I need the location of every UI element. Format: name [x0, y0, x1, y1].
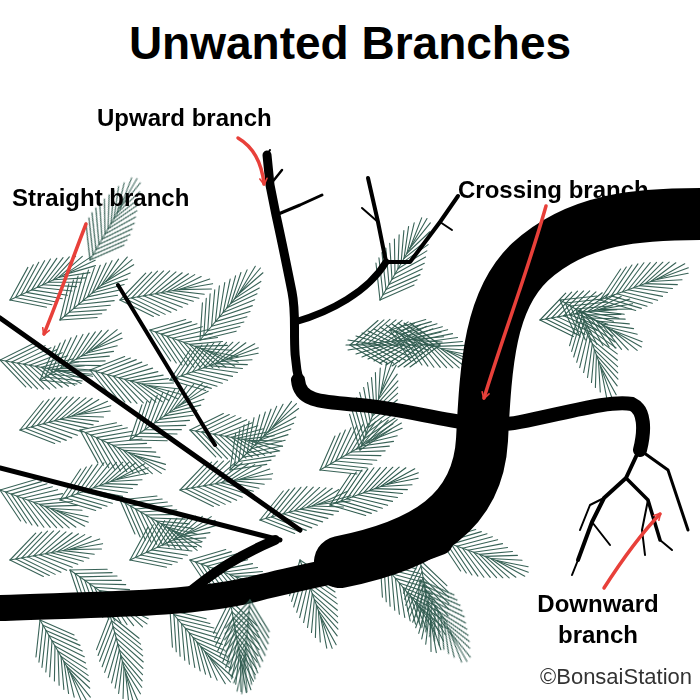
part-label: Straight branch [12, 182, 252, 213]
part-label: Upward branch [97, 102, 317, 133]
branch-structure [0, 150, 700, 608]
diagram-title: Unwanted Branches [0, 14, 700, 74]
watermark: ©BonsaiStation [470, 663, 692, 692]
part-label: Crossing branch [458, 174, 698, 205]
part-label: Downward branch [528, 588, 668, 650]
